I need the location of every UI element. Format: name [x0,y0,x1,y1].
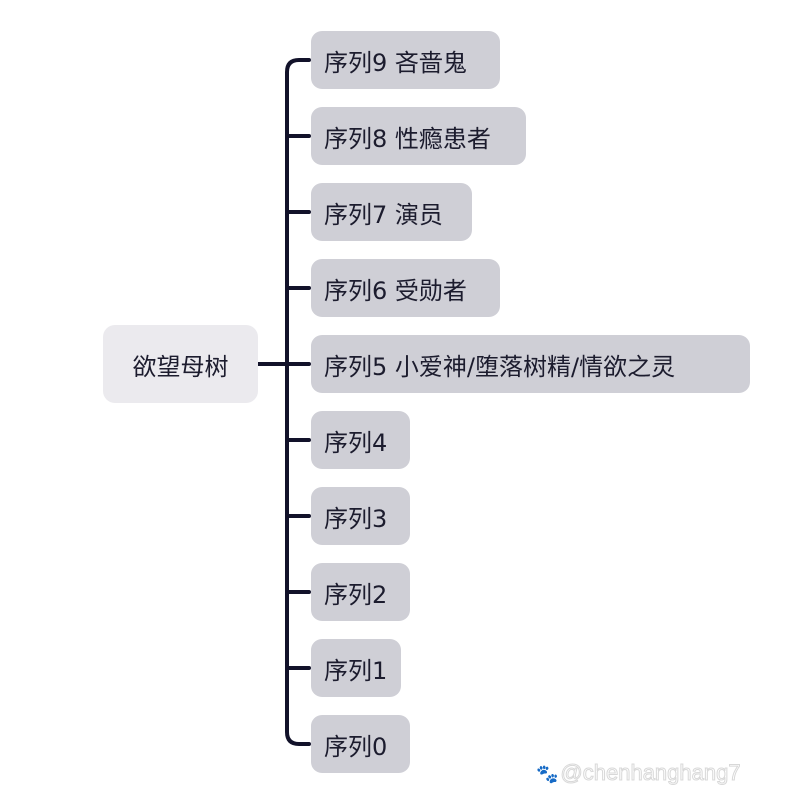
child-node[interactable]: 序列6 受勋者 [311,259,500,317]
child-node-label: 序列7 演员 [324,200,443,229]
child-node-label: 序列5 小爱神/堕落树精/情欲之灵 [324,352,676,381]
child-node-label: 序列1 [324,656,388,685]
paw-icon: 🐾 [535,764,559,785]
watermark-text: @chenhanghang7 [560,760,741,786]
child-node-label: 序列6 受勋者 [324,276,467,305]
child-node-label: 序列4 [324,428,388,457]
child-node-label: 序列8 性瘾患者 [324,124,491,153]
child-node[interactable]: 序列1 [311,639,401,697]
child-node[interactable]: 序列4 [311,411,410,469]
child-node[interactable]: 序列9 吝啬鬼 [311,31,500,89]
root-node[interactable]: 欲望母树 [103,325,258,403]
child-node[interactable]: 序列7 演员 [311,183,472,241]
child-node[interactable]: 序列3 [311,487,410,545]
root-node-label: 欲望母树 [132,352,229,381]
child-node[interactable]: 序列8 性瘾患者 [311,107,526,165]
child-node-label: 序列2 [324,580,388,609]
child-node-label: 序列3 [324,504,388,533]
child-node-label: 序列0 [324,732,388,761]
child-node[interactable]: 序列0 [311,715,410,773]
watermark: 🐾@chenhanghang7 [535,760,741,786]
child-node[interactable]: 序列5 小爱神/堕落树精/情欲之灵 [311,335,750,393]
child-node[interactable]: 序列2 [311,563,410,621]
child-node-label: 序列9 吝啬鬼 [324,48,467,77]
